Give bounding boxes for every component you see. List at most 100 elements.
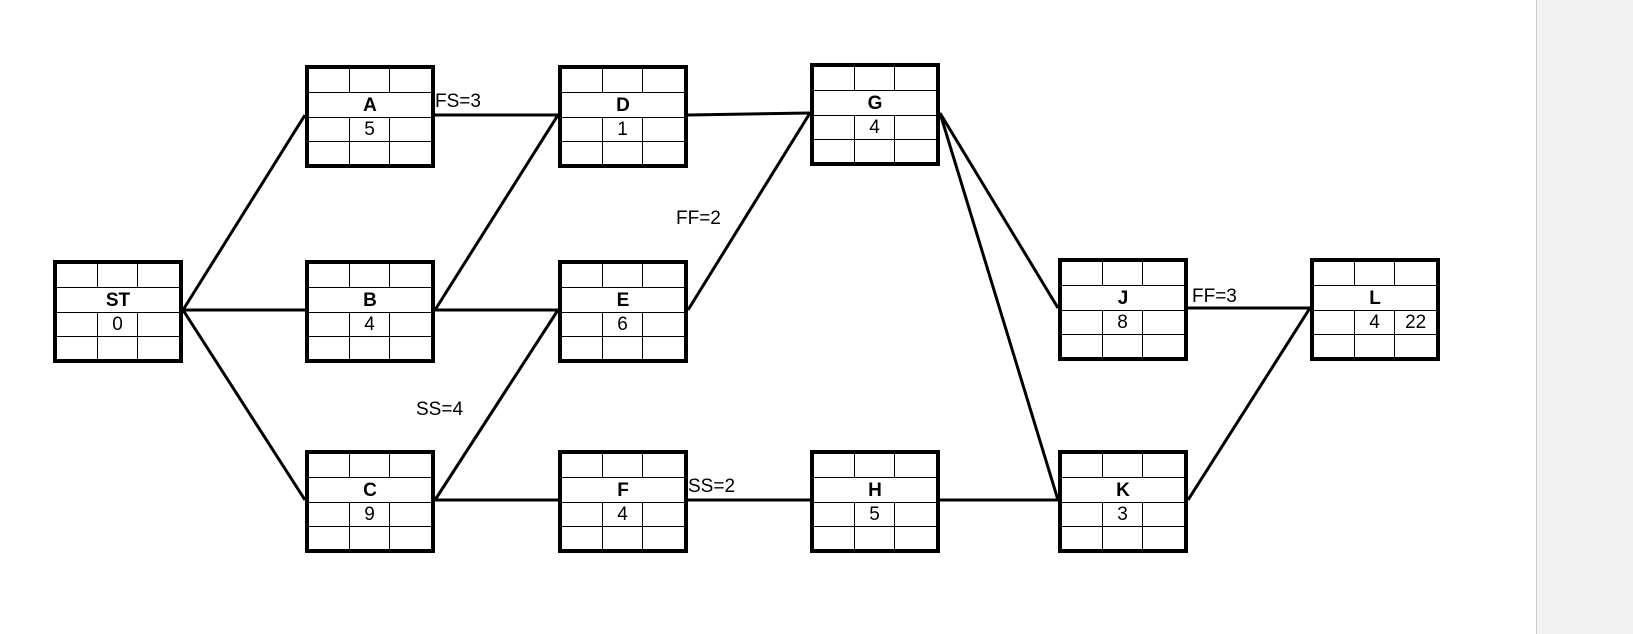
node-cell-bottom-center	[350, 337, 391, 359]
node-duration: 4	[603, 503, 644, 527]
node-cell-top-center	[350, 264, 391, 287]
node-row-label: F	[562, 478, 684, 504]
node-cell-bottom-left	[814, 527, 855, 549]
node-row-label: ST	[57, 288, 179, 314]
node-cell-top-left	[1062, 454, 1103, 477]
node-cell-bottom-right	[895, 140, 936, 162]
node-cell-mid-left	[309, 118, 350, 142]
node-cell-mid-right	[138, 313, 179, 336]
node-cell-mid-right	[1143, 503, 1184, 526]
node-cell-top-center	[603, 264, 644, 287]
node-row-bottom	[1062, 527, 1184, 549]
node-label: D	[616, 94, 630, 116]
right-side-panel	[1536, 0, 1633, 634]
node-cell-mid-left	[814, 503, 855, 527]
node-row-bottom	[309, 142, 431, 164]
node-row-top	[309, 69, 431, 93]
node-cell-bottom-right	[643, 142, 684, 164]
node-row-bottom	[57, 337, 179, 359]
node-row-middle: 4	[309, 313, 431, 338]
node-cell-bottom-left	[1314, 335, 1355, 357]
edge-b-to-d	[433, 114, 560, 311]
node-cell-top-center	[855, 67, 896, 90]
node-cell-top-left	[562, 454, 603, 477]
node-row-bottom	[1062, 335, 1184, 357]
node-cell-bottom-left	[814, 140, 855, 162]
node-cell-top-right	[138, 264, 179, 287]
node-cell-top-left	[309, 454, 350, 477]
node-row-bottom	[309, 337, 431, 359]
node-label: A	[363, 94, 377, 116]
node-cell-mid-left	[309, 503, 350, 527]
node-cell-bottom-right	[138, 337, 179, 359]
node-cell-top-center	[98, 264, 139, 287]
node-row-middle: 6	[562, 313, 684, 338]
node-cell-bottom-right	[895, 527, 936, 549]
node-cell-top-center	[855, 454, 896, 477]
node-duration: 4	[350, 313, 391, 337]
edge-c-to-e	[433, 309, 560, 501]
node-cell-top-left	[309, 69, 350, 92]
node-cell-bottom-center	[1355, 335, 1396, 357]
node-cell-bottom-left	[309, 337, 350, 359]
node-cell-top-right	[390, 69, 431, 92]
node-duration: 3	[1103, 503, 1144, 527]
edge-label-e-g: FF=2	[676, 208, 721, 229]
node-row-top	[1062, 262, 1184, 286]
node-cell-bottom-right	[390, 142, 431, 164]
node-row-bottom	[1314, 335, 1436, 357]
edge-st-to-c	[181, 309, 307, 501]
node-row-bottom	[562, 527, 684, 549]
node-row-top	[562, 69, 684, 93]
node-cell-mid-right: 22	[1405, 312, 1427, 334]
node-cell-top-right	[895, 454, 936, 477]
node-cell-top-right	[895, 67, 936, 90]
node-cell-bottom-right	[390, 337, 431, 359]
node-row-middle: 4	[814, 116, 936, 141]
node-cell-top-left	[1062, 262, 1103, 285]
node-label: ST	[105, 289, 131, 311]
node-cell-mid-right	[643, 503, 684, 526]
node-cell-top-right	[1395, 262, 1436, 285]
node-cell-bottom-center	[350, 527, 391, 549]
edge-st-to-a	[181, 114, 307, 311]
node-cell-top-left	[57, 264, 98, 287]
node-label: G	[867, 92, 883, 114]
node-label: J	[1117, 287, 1129, 309]
node-row-middle: 0	[57, 313, 179, 338]
node-cell-top-left	[562, 69, 603, 92]
node-cell-mid-right	[390, 118, 431, 141]
node-cell-top-left	[814, 67, 855, 90]
node-row-label: K	[1062, 478, 1184, 504]
node-label: E	[616, 289, 630, 311]
node-cell-top-right	[643, 454, 684, 477]
node-cell-top-center	[603, 69, 644, 92]
node-cell-bottom-left	[309, 142, 350, 164]
node-cell-top-right	[1143, 454, 1184, 477]
node-row-top	[814, 67, 936, 91]
edge-label-j-l: FF=3	[1192, 286, 1237, 307]
node-cell-bottom-center	[603, 527, 644, 549]
node-cell-bottom-left	[1062, 527, 1103, 549]
node-row-label: L	[1314, 286, 1436, 312]
node-cell-top-right	[390, 264, 431, 287]
node-cell-bottom-right	[643, 527, 684, 549]
node-cell-bottom-center	[603, 142, 644, 164]
node-duration: 1	[603, 118, 644, 142]
node-cell-mid-right	[895, 503, 936, 526]
node-cell-bottom-center	[350, 142, 391, 164]
node-cell-top-center	[350, 454, 391, 477]
